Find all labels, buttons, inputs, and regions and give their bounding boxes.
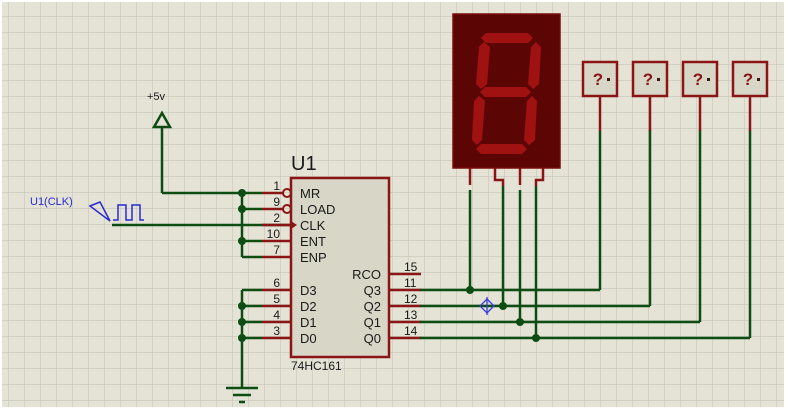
inversion-bubble-icon — [282, 204, 292, 214]
probe-q3[interactable]: ? — [581, 60, 619, 131]
pin-number: 14 — [404, 324, 418, 338]
probe-unknown-icon: ? — [743, 70, 753, 89]
inversion-bubble-icon — [282, 188, 292, 198]
pin-number: 9 — [273, 195, 280, 209]
pin-number: 1 — [273, 179, 280, 193]
display-pins — [468, 168, 545, 186]
generator-arrow-icon — [88, 201, 111, 222]
pin-name: D2 — [300, 299, 317, 314]
pin-number: 11 — [404, 276, 417, 290]
pin-name: LOAD — [300, 202, 335, 217]
pin-number: 5 — [273, 292, 280, 306]
probe-unknown-icon: ? — [643, 70, 653, 89]
segments — [472, 33, 541, 154]
ic-body — [289, 176, 391, 359]
pin-number: 15 — [404, 260, 418, 274]
control-bus — [238, 189, 262, 259]
ground-bus — [226, 288, 262, 404]
pin-number: 6 — [273, 276, 280, 290]
pin-name: ENT — [300, 234, 326, 249]
pin-number: 12 — [404, 292, 418, 306]
pin-name: D1 — [300, 315, 317, 330]
probe-box — [731, 60, 769, 98]
pin-number: 13 — [404, 308, 418, 322]
probe-q1[interactable]: ? — [681, 60, 719, 131]
output-wires — [420, 130, 752, 342]
seven-segment-display[interactable] — [452, 13, 561, 186]
pin-number: 3 — [273, 324, 280, 338]
probe-box — [681, 60, 719, 98]
square-wave-icon — [113, 204, 144, 221]
pin-name: CLK — [300, 218, 326, 233]
pin-number: 10 — [267, 227, 281, 241]
probe-q0[interactable]: ? — [731, 60, 769, 131]
power-label: +5v — [147, 91, 166, 103]
pin-name: RCO — [352, 267, 381, 282]
segment-g — [480, 87, 531, 97]
probe-box — [581, 60, 619, 98]
pin-name: ENP — [300, 250, 327, 265]
segment-e — [472, 96, 485, 145]
pin-name: Q3 — [364, 283, 381, 298]
probe-q2[interactable]: ? — [631, 60, 669, 131]
probe-box — [631, 60, 669, 98]
pin-name: Q1 — [364, 315, 381, 330]
pin-name: MR — [300, 186, 320, 201]
pin-number: 7 — [273, 243, 280, 257]
pin-name: Q0 — [364, 331, 381, 346]
clock-triangle-icon — [291, 221, 297, 229]
segment-d — [476, 144, 527, 154]
pin-name: D0 — [300, 331, 317, 346]
segment-f — [476, 42, 490, 89]
segment-a — [481, 33, 533, 43]
ic-part-number: 74HC161 — [291, 359, 342, 373]
clock-generator[interactable]: U1(CLK) — [30, 196, 291, 227]
pin-number: 2 — [273, 211, 280, 225]
ground-icon[interactable] — [226, 386, 258, 404]
pin-name: D3 — [300, 283, 317, 298]
generator-label: U1(CLK) — [30, 196, 73, 208]
cursor-crosshair-icon — [479, 297, 495, 315]
pin-name: Q2 — [364, 299, 381, 314]
ic-refdes: U1 — [291, 153, 317, 175]
power-terminal[interactable]: +5v — [147, 91, 242, 195]
segment-b — [528, 42, 541, 89]
pin-number: 4 — [273, 308, 280, 322]
probe-unknown-icon: ? — [693, 70, 703, 89]
probe-unknown-icon: ? — [593, 70, 603, 89]
segment-c — [524, 96, 537, 145]
